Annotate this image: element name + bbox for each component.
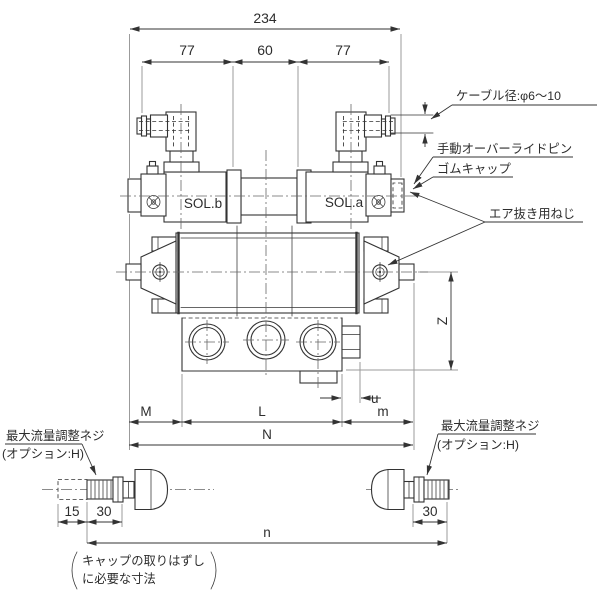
note-line-1: キャップの取りはずし [82,554,205,568]
valve-body [175,232,360,314]
cap-removal-note: キャップの取りはずし に必要な寸法 [71,551,217,590]
manifold [181,317,361,388]
top-view-solenoid-assembly: SOL.b SOL.a [120,104,420,229]
dim-L: L [258,404,266,419]
port-left [185,320,229,364]
note-paren-right [210,551,217,590]
callout-max-flow-left: 最大流量調整ネジ (オプション:H) [2,428,104,476]
flange-left [226,169,242,224]
screw-phantom-extended [57,479,88,500]
label-cable-diameter: ケーブル径:φ6〜10 [456,88,561,103]
label-max-flow-left-2: (オプション:H) [2,447,84,461]
label-max-flow-left-1: 最大流量調整ネジ [6,428,104,443]
dim-15: 15 [64,504,79,519]
valve-center-tube [240,177,298,216]
label-sol-a: SOL.a [325,195,364,210]
dim-M: M [140,404,151,419]
bottom-tab [299,370,338,384]
label-air-bleed-screw: エア抜き用ねじ [489,207,575,221]
dim-u: u [371,391,379,406]
label-rubber-cap: ゴムキャップ [437,161,511,176]
port-right [296,320,340,388]
threaded-body [423,479,450,500]
manual-override-housing [365,173,392,217]
dim-n: n [263,525,271,540]
dim-77-left: 77 [179,42,195,58]
callouts: ケーブル径:φ6〜10 手動オーバーライドピン ゴムキャップ エア抜き用ねじ 最… [2,88,597,590]
rubber-cap-block [390,178,405,213]
dim-77-right: 77 [335,42,351,58]
dimensions: 234 77 60 77 u M L m N Z 15 30 30 n [58,10,454,546]
note-paren-left [71,551,78,590]
air-bleed-screw-top [373,165,386,175]
end-bracket-left [125,236,177,314]
label-max-flow-right-2: (オプション:H) [437,438,519,452]
note-line-2: に必要な寸法 [82,572,156,586]
flow-adjust-screw-left [42,468,214,511]
solenoid-right [305,104,405,229]
air-bleed-screw-top [146,165,159,175]
dim-30-right: 30 [422,504,437,519]
dim-30-left: 30 [96,504,111,519]
dim-m: m [377,404,388,419]
dim-Z: Z [435,317,450,325]
dim-234: 234 [253,10,277,26]
dim-60: 60 [257,42,273,58]
front-view-valve-body [116,150,428,388]
end-bracket-right [363,236,415,314]
override-pin-symbol [146,195,161,209]
hex-plug [341,325,361,359]
manual-override-housing [140,173,167,217]
label-manual-override-pin: 手動オーバーライドピン [437,142,572,156]
label-max-flow-right-1: 最大流量調整ネジ [441,418,539,433]
label-sol-b: SOL.b [184,196,222,211]
dim-N: N [262,427,272,442]
solenoid-left [127,104,227,229]
flow-adjust-screw-right [366,468,458,511]
override-pin-symbol [371,195,386,209]
callout-max-flow-right: 最大流量調整ネジ (オプション:H) [426,418,539,476]
